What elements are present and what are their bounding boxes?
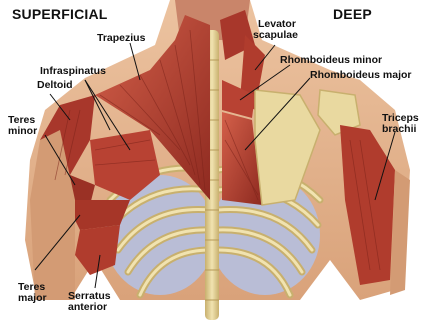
deep-header: DEEP	[333, 6, 372, 22]
serratus-anterior-label-line2: anterior	[68, 302, 107, 313]
triceps-brachii-label-line2: brachii	[382, 124, 416, 135]
teres-minor-label-line2: minor	[8, 126, 37, 137]
deltoid-label: Deltoid	[37, 80, 73, 91]
rhomboideus-major-label: Rhomboideus major	[310, 70, 412, 81]
superficial-header: SUPERFICIAL	[12, 6, 108, 22]
infraspinatus-label: Infraspinatus	[40, 66, 106, 77]
trapezius-label: Trapezius	[97, 33, 145, 44]
teres-major-label-line2: major	[18, 293, 47, 304]
levator-scapulae-label-line2: scapulae	[253, 30, 298, 41]
rhomboideus-minor-label: Rhomboideus minor	[280, 55, 382, 66]
